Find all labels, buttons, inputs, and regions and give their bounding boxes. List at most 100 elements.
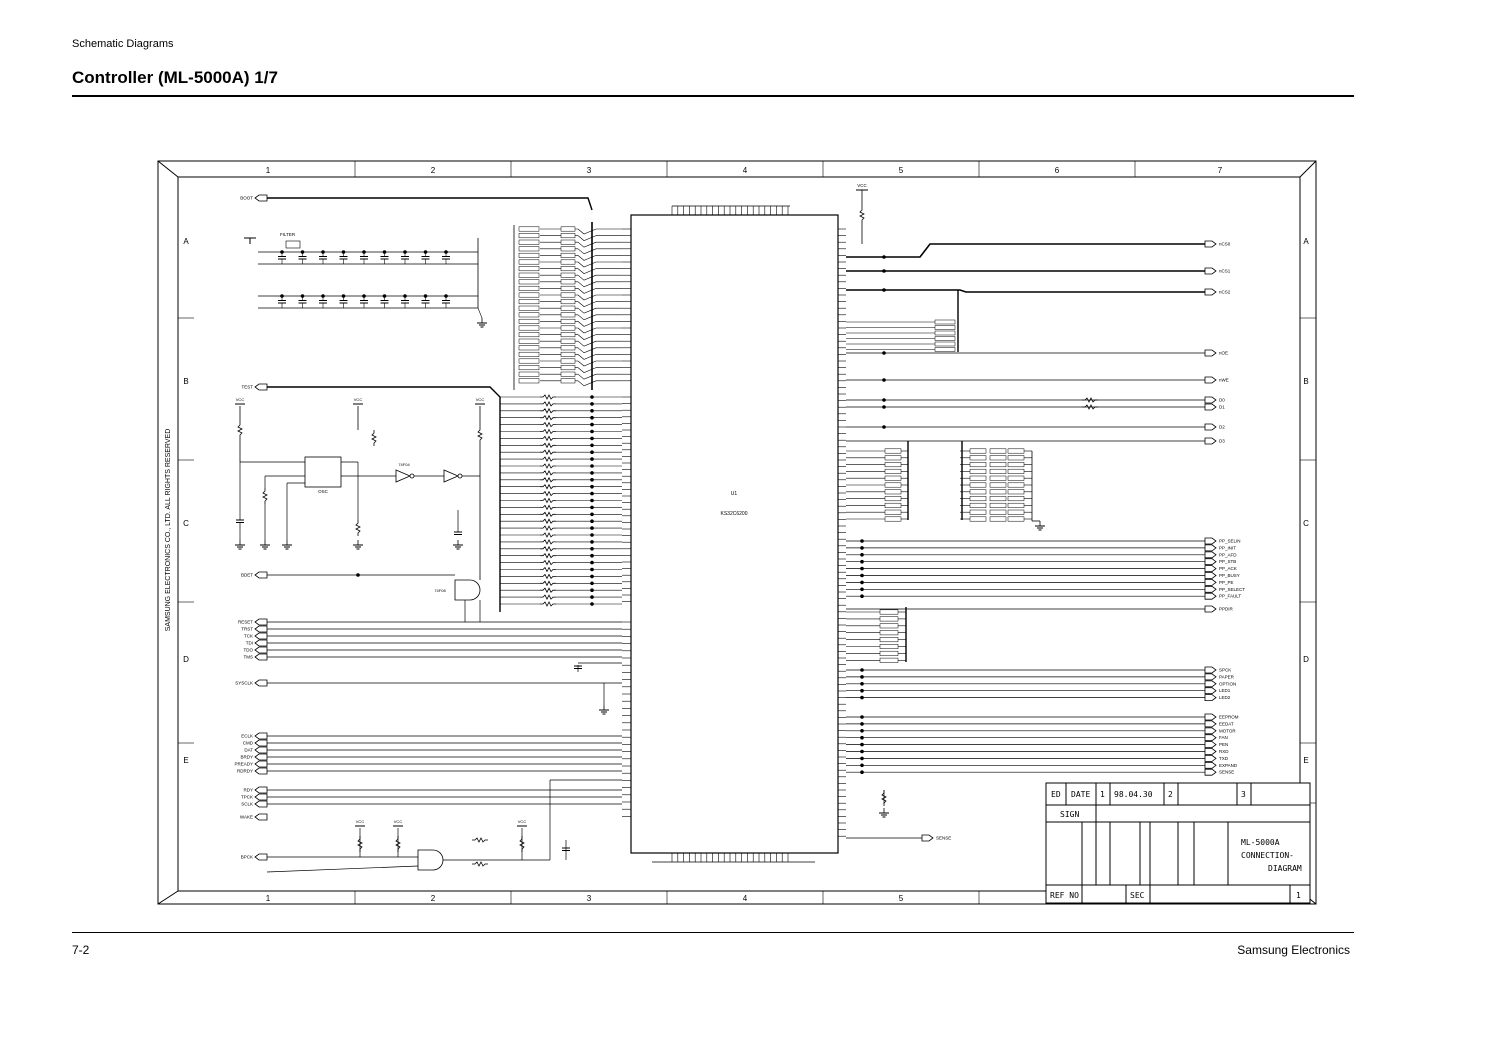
wire xyxy=(577,261,597,268)
wire xyxy=(540,504,556,511)
junction-dot xyxy=(590,429,594,434)
wire xyxy=(540,525,556,531)
port-label: PEN xyxy=(1219,742,1228,747)
port-connector xyxy=(1204,694,1217,701)
bus-label-box xyxy=(560,252,576,258)
bus-label-box xyxy=(518,345,540,351)
wire xyxy=(260,386,501,612)
port-connector xyxy=(1204,579,1217,586)
port-connector xyxy=(254,383,268,391)
port-connector xyxy=(254,793,268,801)
junction-dot xyxy=(882,288,886,292)
bus-label-box xyxy=(560,332,576,338)
junction-dot xyxy=(280,250,284,254)
junction-dot xyxy=(590,471,594,475)
and-gate xyxy=(417,849,444,871)
bus-label-box xyxy=(518,279,540,285)
bus-label-box xyxy=(879,637,899,643)
bus-label-box xyxy=(879,630,899,636)
bus-label-box xyxy=(560,378,576,384)
wire xyxy=(577,367,597,373)
bus-label-box xyxy=(560,246,576,252)
column-marker: 1 xyxy=(266,166,271,175)
port-label: D0 xyxy=(1219,398,1225,403)
junction-dot xyxy=(356,573,360,577)
port-label: TCK xyxy=(244,634,253,639)
page-title: Controller (ML-5000A) 1/7 xyxy=(72,68,278,87)
wire xyxy=(846,243,1205,258)
port-connector xyxy=(1204,544,1217,552)
port-connector xyxy=(1204,396,1217,404)
port-connector xyxy=(254,679,268,687)
main-ic-label: U1 xyxy=(731,491,738,497)
wire xyxy=(540,470,556,476)
wire xyxy=(577,380,597,387)
junction-dot xyxy=(423,250,428,254)
junction-dot xyxy=(590,395,594,399)
junction-dot xyxy=(860,763,864,768)
wire xyxy=(540,518,556,525)
port-label: RESET xyxy=(238,620,253,625)
port-label: D2 xyxy=(1219,425,1225,430)
wire xyxy=(357,836,363,852)
port-connector xyxy=(1204,768,1217,776)
wire xyxy=(859,207,865,223)
port-connector xyxy=(254,746,268,754)
junction-dot xyxy=(590,457,594,461)
port-connector xyxy=(1204,349,1217,357)
bus-label-box xyxy=(518,266,540,272)
port-connector xyxy=(1204,748,1217,755)
junction-dot xyxy=(860,587,864,592)
port-connector xyxy=(1204,585,1217,593)
bus-label-box xyxy=(989,462,1007,468)
bus-label-box xyxy=(969,502,987,508)
wire xyxy=(519,836,525,852)
bus-label-box xyxy=(518,292,540,298)
column-marker: 4 xyxy=(743,894,748,903)
junction-dot xyxy=(590,422,594,427)
wire xyxy=(577,235,597,241)
bus-label-box xyxy=(518,299,540,305)
bus-label-box xyxy=(518,358,540,364)
column-marker: 3 xyxy=(587,894,592,903)
bus-label-box xyxy=(1007,455,1025,461)
junction-dot xyxy=(860,735,864,740)
column-marker: 4 xyxy=(743,166,748,175)
port-label: SENSE xyxy=(1219,770,1234,775)
bus-label-box xyxy=(879,616,899,622)
bus-label-box xyxy=(518,305,540,311)
port-connector xyxy=(1204,267,1217,275)
row-marker: A xyxy=(183,237,189,246)
wire xyxy=(540,463,556,469)
port-label: FAN xyxy=(1219,735,1228,740)
wire xyxy=(540,456,556,462)
junction-dot xyxy=(590,526,594,530)
junction-dot xyxy=(882,269,886,273)
bus-label-box xyxy=(884,482,902,488)
bus-label-box xyxy=(884,455,902,461)
wire xyxy=(1082,404,1098,410)
junction-dot xyxy=(860,722,864,726)
bus-label-box xyxy=(1007,448,1025,454)
junction-dot xyxy=(590,595,594,599)
wire xyxy=(577,314,597,321)
port-label: TRST xyxy=(241,627,253,632)
port-connector xyxy=(1204,565,1217,572)
column-marker: 3 xyxy=(587,166,592,175)
bus-label-box xyxy=(989,448,1007,454)
main-ic-part: KS32C6200 xyxy=(721,511,748,517)
tb-sign: SIGN xyxy=(1060,810,1079,819)
bus-label-box xyxy=(969,475,987,481)
tb-desc2: DIAGRAM xyxy=(1268,864,1302,873)
bus-label-box xyxy=(989,482,1007,488)
wire xyxy=(577,373,597,380)
bus-label-box xyxy=(1007,468,1025,474)
port-label: PP_BUSY xyxy=(1219,573,1240,578)
port-label: BDET xyxy=(241,573,253,578)
wire xyxy=(540,407,556,414)
junction-dot xyxy=(860,715,864,719)
row-marker: B xyxy=(1303,377,1308,386)
wire xyxy=(577,281,597,288)
tb-ref: REF NO xyxy=(1050,891,1079,900)
